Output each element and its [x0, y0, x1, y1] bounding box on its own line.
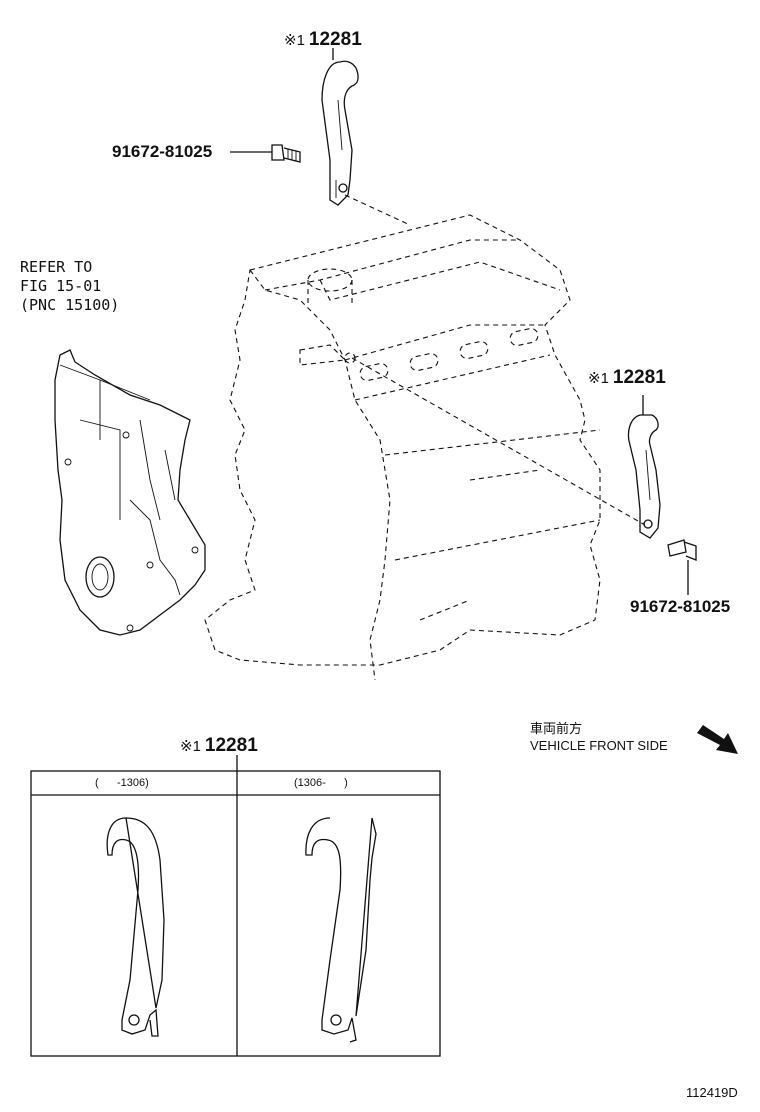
right-bracket-part: [627, 414, 661, 539]
engine-block-outline: [204, 214, 601, 681]
variant-table: [30, 755, 441, 1057]
table-col1-header: ( -1306): [95, 777, 149, 789]
bracket-variant-late: [305, 817, 377, 1043]
bracket-variant-early: [106, 817, 165, 1037]
timing-cover-part: [54, 349, 206, 636]
direction-japanese: 車両前方: [530, 721, 583, 736]
part-number: 12281: [204, 735, 258, 756]
refer-line-2: FIG 15-01: [20, 277, 102, 295]
right-bolt-number: 91672-81025: [630, 597, 731, 616]
table-col2-header: (1306- ): [294, 777, 348, 789]
direction-label: 車両前方 VEHICLE FRONT SIDE: [530, 720, 668, 754]
note-mark: ※1: [588, 370, 609, 387]
top-bolt-part: [271, 144, 301, 163]
right-bolt-part: [667, 539, 697, 561]
leader-top: [344, 194, 411, 226]
top-bolt-number: 91672-81025: [112, 142, 213, 161]
refer-note: REFER TO FIG 15-01 (PNC 15100): [20, 258, 119, 315]
direction-english: VEHICLE FRONT SIDE: [530, 738, 668, 753]
part-number: 12281: [612, 367, 666, 388]
note-mark: ※1: [180, 738, 201, 755]
figure-id: 112419D: [686, 1085, 738, 1100]
top-bracket-part: [321, 60, 359, 206]
refer-line-1: REFER TO: [20, 258, 93, 276]
leader-right: [351, 357, 646, 526]
part-number: 12281: [308, 29, 362, 50]
refer-line-3: (PNC 15100): [20, 296, 120, 314]
note-mark: ※1: [284, 32, 305, 49]
arrow-icon: [697, 725, 738, 754]
